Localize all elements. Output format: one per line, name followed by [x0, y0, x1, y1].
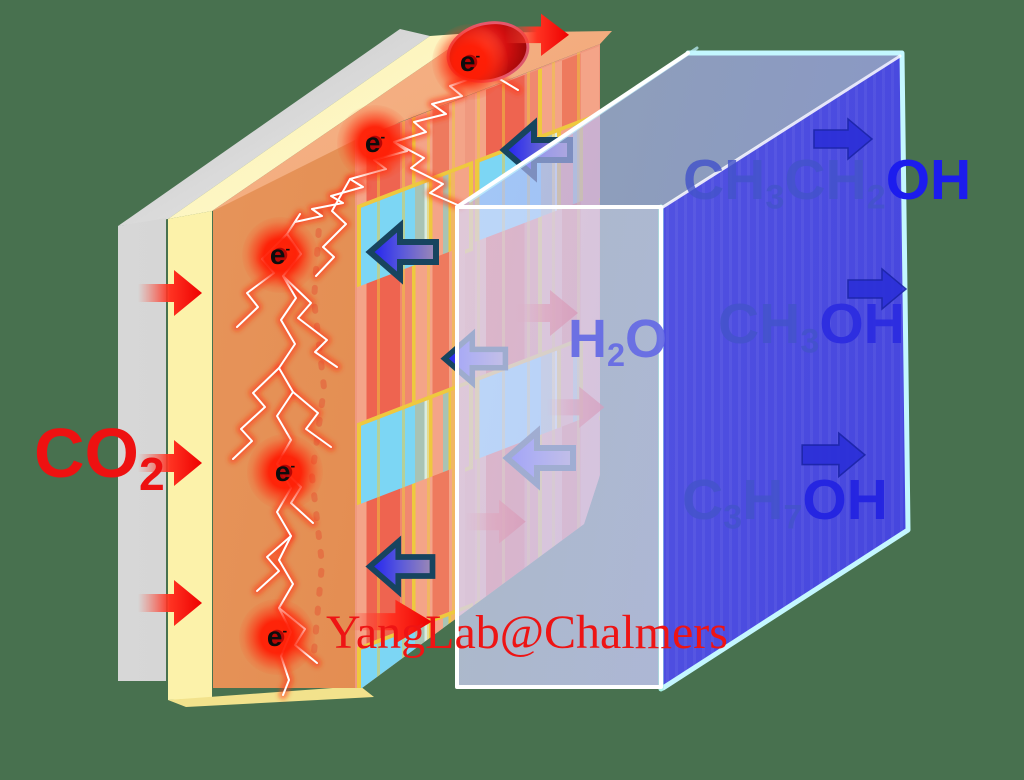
electron-marker: e- — [432, 24, 508, 100]
glass-box-front-face — [457, 207, 661, 687]
ethanol-label: CH3CH2OH — [683, 148, 972, 217]
co2-label: CO2 — [34, 414, 165, 500]
box-edges-and-outflow-layer — [455, 13, 911, 692]
box-front-frame — [455, 205, 663, 689]
propanol-label: C3H7OH — [682, 468, 888, 537]
electron-marker: e- — [247, 434, 323, 510]
electron-marker: e- — [239, 599, 315, 675]
co2-to-alcohols-diagram: e- e- e- e- e- CO2 CH3CH2OH CH3OH C3H7OH… — [34, 0, 972, 736]
lightning-and-flow-layer — [138, 0, 605, 736]
water-label: H2O — [568, 309, 668, 374]
box-cyan-edge — [660, 50, 911, 691]
electron-marker: e- — [242, 217, 318, 293]
methanol-label: CH3OH — [718, 292, 905, 361]
box-depth-edge — [455, 51, 690, 209]
red-right-arrow-icon — [505, 13, 569, 56]
lightning-icon — [233, 54, 518, 695]
box-right-top-edge — [661, 54, 902, 209]
watermark: YangLab@Chalmers — [326, 606, 728, 659]
electron-marker: e- — [337, 105, 413, 181]
